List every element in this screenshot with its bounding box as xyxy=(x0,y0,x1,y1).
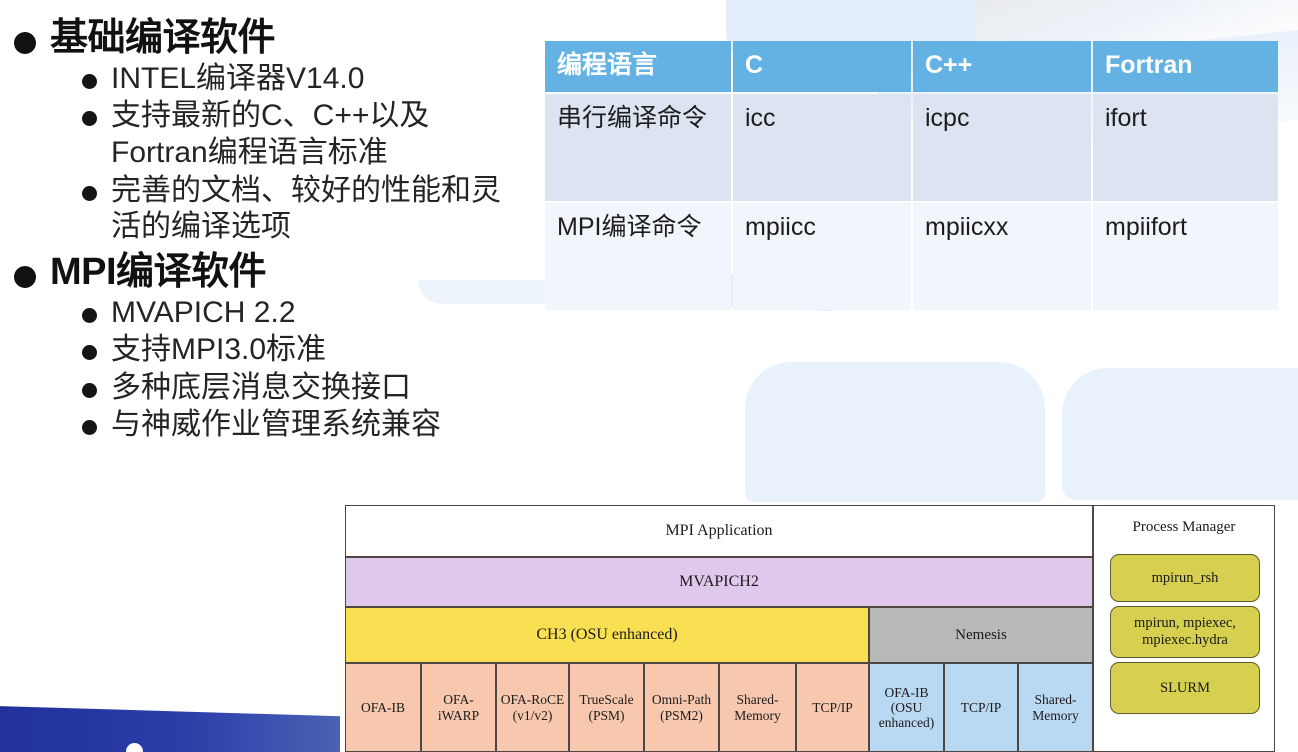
row-label-mpi: MPI编译命令 xyxy=(545,203,731,310)
diagram-leaf-omni-path: Omni-Path (PSM2) xyxy=(644,663,719,752)
bullet-disc-icon xyxy=(82,420,97,436)
list-item-label: 支持MPI3.0标准 xyxy=(111,333,327,367)
bullet-disc-icon xyxy=(82,345,97,361)
column-header-cpp: C++ xyxy=(913,41,1091,92)
list-item: 与神威作业管理系统兼容 xyxy=(14,407,534,444)
list-item: MVAPICH 2.2 xyxy=(14,295,534,332)
diagram-leaf-ofa-ib: OFA-IB xyxy=(345,663,421,752)
compiler-command-table: 编程语言 C C++ Fortran 串行编译命令 icc icpc ifort… xyxy=(543,39,1280,312)
table-header-row: 编程语言 C C++ Fortran xyxy=(545,41,1278,92)
column-header-c: C xyxy=(733,41,911,92)
bullet-disc-icon xyxy=(14,265,36,288)
bullet-disc-icon xyxy=(82,382,97,398)
outline-heading-mpi: MPI编译软件 xyxy=(14,250,534,294)
outline-heading-label: 基础编译软件 xyxy=(50,17,276,59)
row-label-serial: 串行编译命令 xyxy=(545,94,731,201)
process-manager-item-mpirun-rsh: mpirun_rsh xyxy=(1110,554,1260,602)
outline-heading-label: MPI编译软件 xyxy=(50,250,267,293)
process-manager-item-slurm: SLURM xyxy=(1110,662,1260,714)
table-row: 串行编译命令 icc icpc ifort xyxy=(545,94,1278,201)
cell-mpi-fortran: mpiifort xyxy=(1093,203,1278,310)
bullet-disc-icon xyxy=(14,32,36,54)
bullet-disc-icon xyxy=(82,185,97,201)
diagram-leaf-shared-memory-ch3: Shared-Memory xyxy=(719,663,796,752)
mvapich2-architecture-diagram: MPI Application MVAPICH2 CH3 (OSU enhanc… xyxy=(345,505,1275,752)
diagram-leaf-tcp-ip-ch3: TCP/IP xyxy=(796,663,869,752)
diagram-leaf-shared-memory-nemesis: Shared-Memory xyxy=(1018,663,1093,752)
slide-outline: 基础编译软件 INTEL编译器V14.0 支持最新的C、C++以及Fortran… xyxy=(14,17,534,448)
diagram-leaf-truescale: TrueScale (PSM) xyxy=(569,663,644,752)
background-blob-lower-left xyxy=(745,362,1045,502)
diagram-leaf-ofa-ib-osu: OFA-IB (OSU enhanced) xyxy=(869,663,944,752)
list-item-label: 支持最新的C、C++以及Fortran编程语言标准 xyxy=(111,99,430,169)
diagram-process-manager-panel: Process Manager mpirun_rsh mpirun, mpiex… xyxy=(1093,505,1275,752)
outline-sublist-mpi: MVAPICH 2.2 支持MPI3.0标准 多种底层消息交换接口 与神威作业管… xyxy=(14,295,534,444)
bullet-disc-icon xyxy=(82,307,97,323)
bullet-disc-icon xyxy=(82,73,97,89)
outline-heading-compiler: 基础编译软件 xyxy=(14,17,534,60)
background-blob-lower-right xyxy=(1062,368,1298,500)
bottom-left-dot-marker xyxy=(126,743,143,752)
cell-serial-fortran: ifort xyxy=(1093,94,1278,201)
diagram-leaf-ofa-roce: OFA-RoCE (v1/v2) xyxy=(496,663,569,752)
list-item-label: INTEL编译器V14.0 xyxy=(111,61,365,95)
cell-mpi-cpp: mpiicxx xyxy=(913,203,1091,310)
list-item: 完善的文档、较好的性能和灵活的编译选项 xyxy=(14,173,534,246)
column-header-fortran: Fortran xyxy=(1093,41,1278,92)
outline-sublist-compiler: INTEL编译器V14.0 支持最新的C、C++以及Fortran编程语言标准 … xyxy=(14,61,534,246)
column-header-language: 编程语言 xyxy=(545,41,731,92)
diagram-leaf-ofa-iwarp: OFA-iWARP xyxy=(421,663,496,752)
table-row: MPI编译命令 mpiicc mpiicxx mpiifort xyxy=(545,203,1278,310)
diagram-row-ch3: CH3 (OSU enhanced) xyxy=(345,607,869,663)
cell-mpi-c: mpiicc xyxy=(733,203,911,310)
cell-serial-cpp: icpc xyxy=(913,94,1091,201)
list-item: 支持MPI3.0标准 xyxy=(14,332,534,369)
process-manager-item-mpirun-mpiexec: mpirun, mpiexec, mpiexec.hydra xyxy=(1110,606,1260,658)
bullet-disc-icon xyxy=(82,111,97,127)
list-item-label: 与神威作业管理系统兼容 xyxy=(111,408,441,442)
list-item-label: 多种底层消息交换接口 xyxy=(111,370,411,404)
list-item: 支持最新的C、C++以及Fortran编程语言标准 xyxy=(14,98,534,171)
diagram-leaf-tcp-ip-nemesis: TCP/IP xyxy=(944,663,1018,752)
cell-serial-c: icc xyxy=(733,94,911,201)
process-manager-title: Process Manager xyxy=(1132,519,1236,535)
list-item-label: MVAPICH 2.2 xyxy=(111,295,296,329)
diagram-row-mvapich2: MVAPICH2 xyxy=(345,557,1093,607)
list-item: INTEL编译器V14.0 xyxy=(14,61,534,98)
list-item: 多种底层消息交换接口 xyxy=(14,370,534,407)
diagram-row-nemesis: Nemesis xyxy=(869,607,1093,663)
diagram-row-mpi-application: MPI Application xyxy=(345,505,1093,557)
list-item-label: 完善的文档、较好的性能和灵活的编译选项 xyxy=(111,173,501,244)
